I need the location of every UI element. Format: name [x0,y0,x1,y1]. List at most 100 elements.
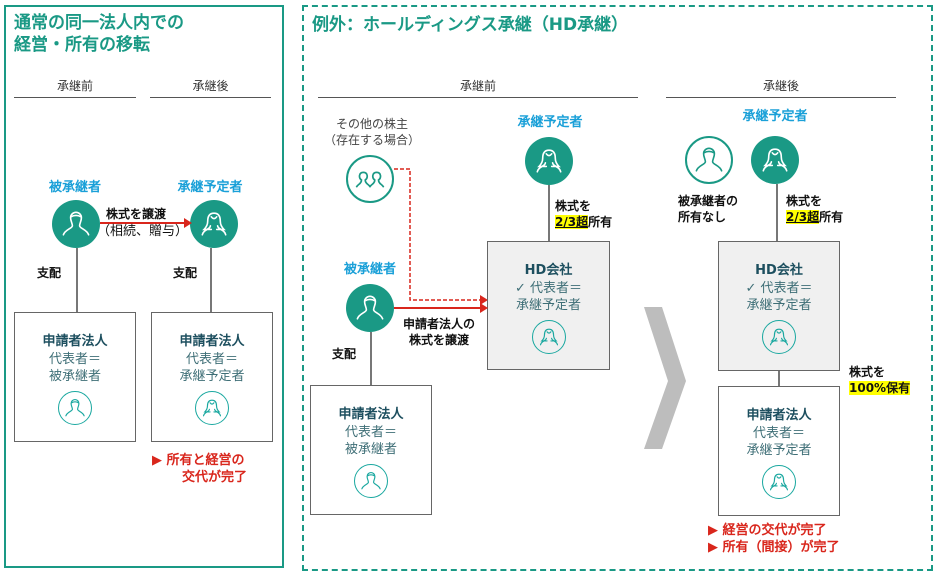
woman-icon [196,206,232,242]
ownership-label-after: 株式を 2/3超所有 [786,193,843,225]
transfer-label-line2: （相続、贈与） [97,224,189,239]
successor-small-avatar [762,465,796,499]
woman-icon [766,469,792,495]
hold-label: 株式を 100%保有 [849,364,911,396]
transfer-arrow [100,218,192,228]
left-col-header-before: 承継前 [56,79,93,93]
dashed-transfer-arrow [394,168,488,305]
company-rep-label: 代表者＝ [48,352,101,367]
hd-successor-avatar [525,137,573,185]
company-title: 申請者法人 [338,407,404,422]
company-box-before: 申請者法人 代表者＝ 被承継者 [14,312,136,442]
hold-line [778,371,780,387]
left-col-rule-after [150,97,271,98]
left-col-header-after: 承継後 [192,79,229,93]
right-col-rule-after [666,97,896,98]
left-panel-title: 通常の同一法人内での 経営・所有の移転 [14,12,184,56]
successor-label: 承継予定者 [177,180,243,195]
share-transfer-line2: 株式を譲渡 [408,333,469,347]
ownership-line-after [776,184,778,241]
man-icon [58,206,94,242]
ownership-highlight: 2/3超 [555,215,589,229]
hd-small-avatar [762,320,796,354]
control-label-after: 支配 [173,266,198,280]
ownership-line-before [548,185,550,241]
after-predecessor-avatar [685,136,733,184]
company-rep-name: 被承継者 [344,442,397,457]
ownership-line1: 株式を [786,194,823,208]
hd-predecessor-label: 被承継者 [343,262,396,277]
hd-applicant-box-before: 申請者法人 代表者＝ 被承継者 [310,385,432,515]
hd-applicant-box-after: 申請者法人 代表者＝ 承継予定者 [718,386,840,516]
predecessor-avatar [52,200,100,248]
transfer-label-line1: 株式を譲渡 [106,207,167,221]
no-ownership-line1: 被承継者の [678,194,739,208]
left-panel [4,5,284,568]
right-col-rule-before [318,97,638,98]
control-label-before: 支配 [37,266,62,280]
woman-icon [199,395,225,421]
no-ownership-line2: 所有なし [678,210,727,224]
successor-small-avatar [195,391,229,425]
ownership-line2: 2/3超所有 [555,214,612,230]
man-icon [691,142,727,178]
control-line-hd-before [370,332,372,386]
company-rep-name: 承継予定者 [746,443,812,458]
right-col-header-before: 承継前 [459,79,496,93]
company-title: 申請者法人 [42,334,108,349]
company-rep-name: 被承継者 [48,369,101,384]
ownership-suffix: 所有 [588,215,613,229]
ownership-line1: 株式を [555,199,592,213]
ownership-label-before: 株式を 2/3超所有 [555,198,612,230]
left-result-line1: ▶ 所有と経営の [152,453,245,468]
man-icon [62,395,88,421]
man-icon [352,290,388,326]
control-line-before [76,248,78,313]
ownership-line2: 2/3超所有 [786,209,843,225]
left-result-line2: 交代が完了 [182,470,248,485]
woman-icon [531,143,567,179]
after-successor-avatar [751,136,799,184]
share-transfer-line1: 申請者法人の [402,317,475,331]
hd-predecessor-avatar [346,284,394,332]
woman-icon [536,324,562,350]
man-icon [358,468,384,494]
hd-successor-label: 承継予定者 [517,115,583,130]
share-transfer-arrow [394,303,488,313]
other-shareholders-avatar [346,155,394,203]
other-shareholders-label: その他の株主 （存在する場合） [322,116,422,148]
hd-company-rep-name: 承継予定者 [515,298,581,313]
hd-control-label: 支配 [332,347,357,361]
ownership-highlight: 2/3超 [786,210,820,224]
company-box-after: 申請者法人 代表者＝ 承継予定者 [151,312,273,442]
left-col-rule-before [14,97,136,98]
hd-company-box-before: HD会社 ✓ 代表者＝ 承継予定者 [487,241,610,370]
hd-company-title: HD会社 [755,263,803,278]
right-result-line1: ▶ 経営の交代が完了 [708,523,827,538]
share-transfer-label: 申請者法人の 株式を譲渡 [393,316,485,348]
company-title: 申請者法人 [179,334,245,349]
predecessor-small-avatar [58,391,92,425]
company-rep-label: 代表者＝ [185,352,238,367]
successor-avatar [190,200,238,248]
hd-company-rep-label: ✓ 代表者＝ [514,281,583,296]
predecessor-small-avatar [354,464,388,498]
other-shareholders-line1: その他の株主 [335,117,408,131]
hd-company-rep-name: 承継予定者 [746,298,812,313]
hd-small-avatar [531,320,566,354]
ownership-suffix: 所有 [819,210,844,224]
company-title: 申請者法人 [746,408,812,423]
other-shareholders-line2: （存在する場合） [323,133,420,147]
group-icon [351,160,389,198]
company-rep-label: 代表者＝ [344,425,397,440]
right-result-line2: ▶ 所有（間接）が完了 [708,540,840,555]
hd-company-box-after: HD会社 ✓ 代表者＝ 承継予定者 [718,241,840,371]
hold-highlight: 100%保有 [849,381,911,395]
left-title-line1: 通常の同一法人内での [14,13,184,33]
right-panel-title: 例外：ホールディングス承継（HD承継） [312,15,629,35]
woman-icon [757,142,793,178]
woman-icon [766,324,792,350]
after-successor-label: 承継予定者 [742,109,808,124]
no-ownership-label: 被承継者の 所有なし [678,193,738,225]
hd-company-title: HD会社 [524,263,573,278]
